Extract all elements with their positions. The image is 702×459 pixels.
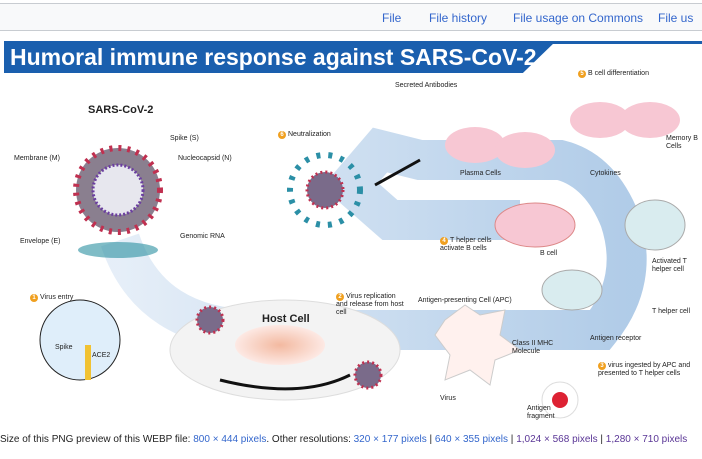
- step-number: 1: [30, 294, 38, 302]
- apc-cell: [434, 304, 522, 386]
- step5-text: B cell differentiation: [588, 70, 649, 77]
- step-number: 4: [440, 237, 448, 245]
- activated-t-helper-label: Activated T helper cell: [652, 258, 687, 273]
- step2-text: Virus replication and release from host …: [336, 293, 404, 316]
- apc-label: Antigen-presenting Cell (APC): [418, 297, 512, 304]
- step-number: 5: [578, 70, 586, 78]
- tab-file[interactable]: File: [382, 11, 402, 25]
- cytokines-label: Cytokines: [590, 170, 621, 177]
- antigen-label: Antigen fragment: [527, 405, 555, 420]
- step6-text: Neutralization: [288, 131, 331, 138]
- class2-label: Class II MHC Molecule: [512, 340, 554, 355]
- b-cell-label: B cell: [540, 250, 558, 257]
- host-cell-label: Host Cell: [262, 313, 310, 325]
- tab-file-usage-commons[interactable]: File usage on Commons: [513, 11, 644, 25]
- virus2-label: Virus: [440, 395, 456, 402]
- resolution-link-1024[interactable]: 1,024 × 568 pixels: [516, 434, 598, 445]
- tab-file-history[interactable]: File history: [429, 11, 488, 25]
- step-number: 2: [336, 293, 344, 301]
- preview-size-link[interactable]: 800 × 444 pixels: [193, 434, 267, 445]
- plasma-cells-label: Plasma Cells: [460, 170, 501, 177]
- resolution-info: Size of this PNG preview of this WEBP fi…: [0, 434, 688, 445]
- step4-text: T helper cells activate B cells: [440, 237, 492, 252]
- neutralization-illustration: [287, 152, 363, 228]
- membrane-label: Membrane (M): [14, 155, 60, 162]
- virus-label: SARS-CoV-2: [88, 104, 154, 116]
- step3-text: virus ingested by APC and presented to T…: [598, 362, 691, 377]
- file-tabs: File File history File usage on Commons …: [0, 3, 702, 31]
- step-number: 3: [598, 362, 606, 370]
- flow-arrow: [101, 127, 647, 350]
- virus-entry-inset: [39, 299, 121, 381]
- diagram-image[interactable]: [0, 36, 702, 426]
- spike-inset-label: Spike: [55, 344, 73, 351]
- t-helper-label: T helper cell: [652, 308, 691, 315]
- memory-b-cells-label: Memory B Cells: [666, 135, 698, 150]
- size-prefix: Size of this PNG preview of this WEBP fi…: [0, 434, 191, 445]
- title-banner: [4, 41, 556, 73]
- step-number: 6: [278, 131, 286, 139]
- ace2-label: ACE2: [92, 352, 111, 359]
- nucleocapsid-label: Nucleocapsid (N): [178, 155, 232, 162]
- step1-text: Virus entry: [40, 294, 74, 301]
- secreted-antibodies-label: Secreted Antibodies: [395, 82, 458, 89]
- resolution-link-1280[interactable]: 1,280 × 710 pixels: [605, 434, 688, 445]
- resolution-link-640[interactable]: 640 × 355 pixels: [434, 434, 509, 445]
- resolution-link-320[interactable]: 320 × 177 pixels: [353, 434, 427, 445]
- figure-title: Humoral immune response against SARS-CoV…: [10, 44, 537, 70]
- antigen-receptor-label: Antigen receptor: [590, 335, 642, 342]
- tab-file-usage[interactable]: File us: [658, 11, 694, 25]
- banner-line: [540, 41, 702, 44]
- spike-label: Spike (S): [170, 135, 199, 142]
- other-resolutions-label: . Other resolutions:: [266, 434, 351, 445]
- rna-label: Genomic RNA: [180, 233, 225, 240]
- envelope-label: Envelope (E): [20, 238, 61, 245]
